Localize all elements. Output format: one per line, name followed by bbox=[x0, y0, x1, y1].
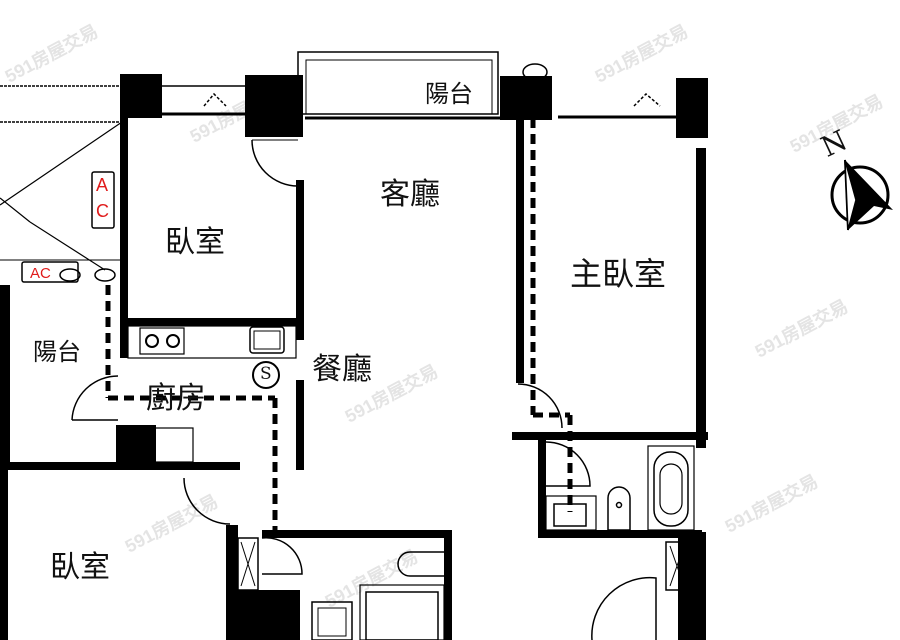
room-label-master-bedroom: 主臥室 bbox=[570, 255, 667, 293]
room-label-balcony-left: 陽台 bbox=[33, 338, 81, 366]
room-label-living-room: 客廳 bbox=[380, 177, 440, 212]
shaft-symbol: S bbox=[260, 364, 272, 384]
room-label-kitchen: 廚房 bbox=[146, 381, 206, 416]
room-label-balcony-top: 陽台 bbox=[425, 80, 473, 108]
room-label-dining-room: 餐廳 bbox=[312, 352, 372, 387]
ac-label-vertical-bottom: C bbox=[96, 201, 109, 221]
room-label-bedroom-bottom-left: 臥室 bbox=[50, 550, 110, 585]
room-label-bedroom-top-left: 臥室 bbox=[165, 225, 225, 260]
ac-label-vertical-top: A bbox=[96, 175, 109, 195]
ac-label-horizontal: AC bbox=[30, 265, 51, 282]
